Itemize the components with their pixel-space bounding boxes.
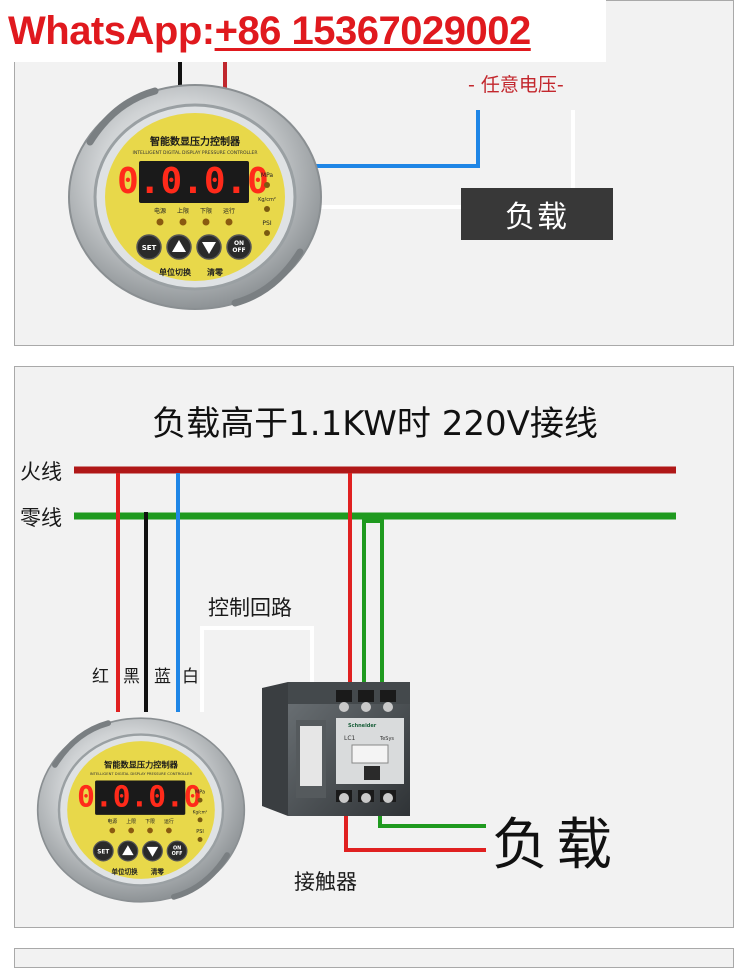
- control-loop-wire: [200, 626, 314, 712]
- top-pressure-controller: 智能数显压力控制器 INTELLIGENT DIGITAL DISPLAY PR…: [68, 84, 322, 310]
- unit-kgcm: Kg/cm²: [193, 809, 208, 814]
- svg-text:OFF: OFF: [172, 851, 183, 857]
- footer-zero: 清零: [151, 867, 165, 876]
- indicator-power: 电源: [107, 818, 117, 825]
- whatsapp-prefix: WhatsApp:: [8, 8, 215, 53]
- indicator-lower: 下限: [145, 818, 155, 825]
- svg-text:ON: ON: [173, 845, 181, 851]
- neutral-wire-label: 零线: [20, 506, 62, 530]
- whatsapp-banner: WhatsApp: +86 15367029002: [0, 0, 606, 62]
- unit-psi: PSI: [262, 220, 271, 227]
- indicator-power: 电源: [154, 207, 166, 215]
- footer-zero: 清零: [207, 267, 224, 277]
- controller-title: 智能数显压力控制器: [150, 135, 241, 148]
- contactor: Schneider LC1 TeSys: [262, 682, 410, 816]
- wire-label-black: 黑: [123, 667, 140, 687]
- live-wire-label: 火线: [20, 460, 62, 484]
- wire-label-red: 红: [92, 667, 109, 687]
- controller-title: 智能数显压力控制器: [103, 759, 179, 769]
- unit-mpa: MPa: [261, 172, 274, 179]
- controller-display: 0.0.0.0: [117, 161, 269, 202]
- whatsapp-number[interactable]: +86 15367029002: [214, 8, 532, 53]
- indicator-run: 运行: [223, 207, 235, 215]
- load-label-large: 负载: [492, 813, 620, 878]
- load-red-wire: [344, 808, 486, 852]
- set-button-label: SET: [97, 849, 109, 855]
- unit-mpa: MPa: [195, 790, 205, 796]
- wiring-title: 负载高于1.1KW时 220V接线: [152, 404, 598, 444]
- contactor-neutral-wire-b: [364, 519, 384, 692]
- contactor-brand: Schneider: [348, 723, 377, 729]
- indicator-upper: 上限: [126, 818, 136, 825]
- footer-unit-switch: 单位切换: [159, 267, 192, 277]
- contactor-label: 接触器: [294, 870, 357, 894]
- set-button-label: SET: [142, 244, 157, 252]
- controller-subtitle: INTELLIGENT DIGITAL DISPLAY PRESSURE CON…: [90, 772, 193, 776]
- bottom-pressure-controller: 智能数显压力控制器 INTELLIGENT DIGITAL DISPLAY PR…: [36, 717, 246, 903]
- unit-psi: PSI: [196, 829, 204, 835]
- indicator-lower: 下限: [200, 207, 212, 215]
- any-voltage-label: - 任意电压-: [468, 74, 564, 96]
- svg-text:ON: ON: [234, 240, 244, 247]
- controller-display: 0.0.0.0: [77, 780, 201, 814]
- load-box: 负载: [461, 188, 613, 240]
- control-loop-label: 控制回路: [208, 596, 292, 620]
- contactor-model: LC1: [344, 735, 356, 742]
- controller-subtitle: INTELLIGENT DIGITAL DISPLAY PRESSURE CON…: [133, 150, 258, 156]
- unit-kgcm: Kg/cm²: [258, 197, 276, 203]
- top-blue-wire: [312, 110, 480, 168]
- indicator-run: 运行: [164, 818, 174, 825]
- footer-unit-switch: 单位切换: [111, 867, 138, 876]
- svg-text:OFF: OFF: [232, 247, 245, 254]
- wire-label-blue: 蓝: [154, 667, 171, 687]
- contactor-tag: TeSys: [379, 736, 394, 742]
- indicator-upper: 上限: [177, 207, 189, 215]
- wire-label-white: 白: [182, 667, 199, 687]
